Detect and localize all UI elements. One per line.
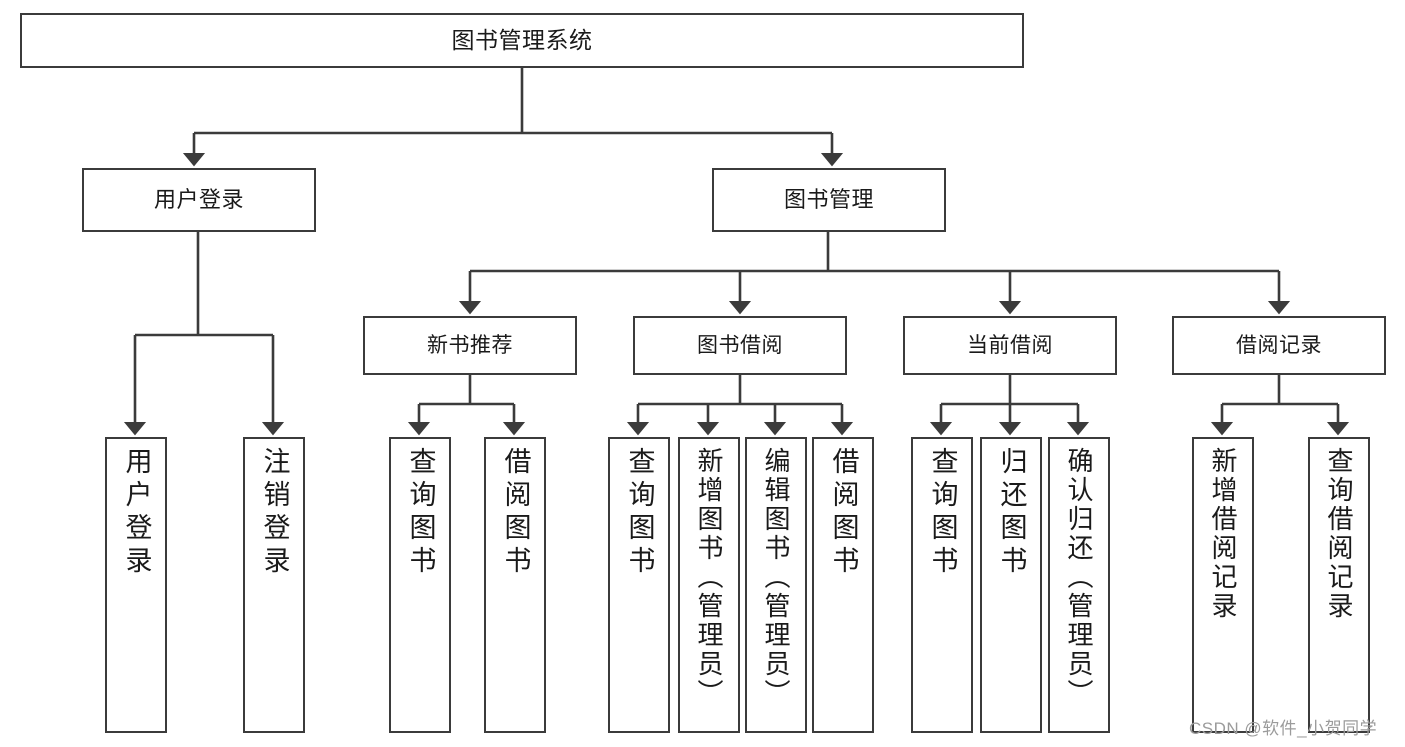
leaf-add-book-label: 新增图书（管理员） [694, 447, 724, 708]
leaf-user-login[interactable]: 用户登录 [105, 437, 167, 733]
leaf-user-login-label: 用户登录 [121, 447, 152, 579]
node-current-borrow-label: 当前借阅 [967, 333, 1053, 357]
leaf-add-book[interactable]: 新增图书（管理员） [678, 437, 740, 733]
node-book-borrow[interactable]: 图书借阅 [633, 316, 847, 375]
node-borrow-record-label: 借阅记录 [1236, 333, 1322, 357]
leaf-query-book-3-label: 查询图书 [927, 447, 958, 579]
leaf-confirm-return[interactable]: 确认归还（管理员） [1048, 437, 1110, 733]
leaf-edit-book-label: 编辑图书（管理员） [761, 447, 791, 708]
leaf-query-record[interactable]: 查询借阅记录 [1308, 437, 1370, 733]
leaf-confirm-return-label: 确认归还（管理员） [1064, 447, 1094, 708]
leaf-edit-book[interactable]: 编辑图书（管理员） [745, 437, 807, 733]
leaf-query-book-2-label: 查询图书 [624, 447, 655, 579]
leaf-add-record-label: 新增借阅记录 [1208, 447, 1238, 621]
leaf-return-book[interactable]: 归还图书 [980, 437, 1042, 733]
leaf-logout-login-label: 注销登录 [259, 447, 290, 579]
node-current-borrow[interactable]: 当前借阅 [903, 316, 1117, 375]
leaf-add-record[interactable]: 新增借阅记录 [1192, 437, 1254, 733]
csdn-watermark: CSDN @软件_小贺同学 [1189, 719, 1378, 738]
leaf-borrow-book-1-label: 借阅图书 [500, 447, 531, 579]
node-borrow-record[interactable]: 借阅记录 [1172, 316, 1386, 375]
leaf-query-book-1[interactable]: 查询图书 [389, 437, 451, 733]
node-new-book-recommend[interactable]: 新书推荐 [363, 316, 577, 375]
leaf-return-book-label: 归还图书 [996, 447, 1027, 579]
node-book-borrow-label: 图书借阅 [697, 333, 783, 357]
leaf-query-book-1-label: 查询图书 [405, 447, 436, 579]
leaf-borrow-book-2[interactable]: 借阅图书 [812, 437, 874, 733]
leaf-query-book-2[interactable]: 查询图书 [608, 437, 670, 733]
node-book-manage-label: 图书管理 [783, 186, 874, 212]
leaf-borrow-book-1[interactable]: 借阅图书 [484, 437, 546, 733]
node-root-system[interactable]: 图书管理系统 [20, 13, 1024, 68]
leaf-query-book-3[interactable]: 查询图书 [911, 437, 973, 733]
node-book-manage[interactable]: 图书管理 [712, 168, 946, 232]
node-new-book-recommend-label: 新书推荐 [427, 333, 513, 357]
node-user-login-label: 用户登录 [153, 186, 244, 212]
node-root-system-label: 图书管理系统 [451, 26, 593, 53]
node-user-login[interactable]: 用户登录 [82, 168, 316, 232]
leaf-logout-login[interactable]: 注销登录 [243, 437, 305, 733]
leaf-query-record-label: 查询借阅记录 [1324, 447, 1354, 621]
leaf-borrow-book-2-label: 借阅图书 [828, 447, 859, 579]
